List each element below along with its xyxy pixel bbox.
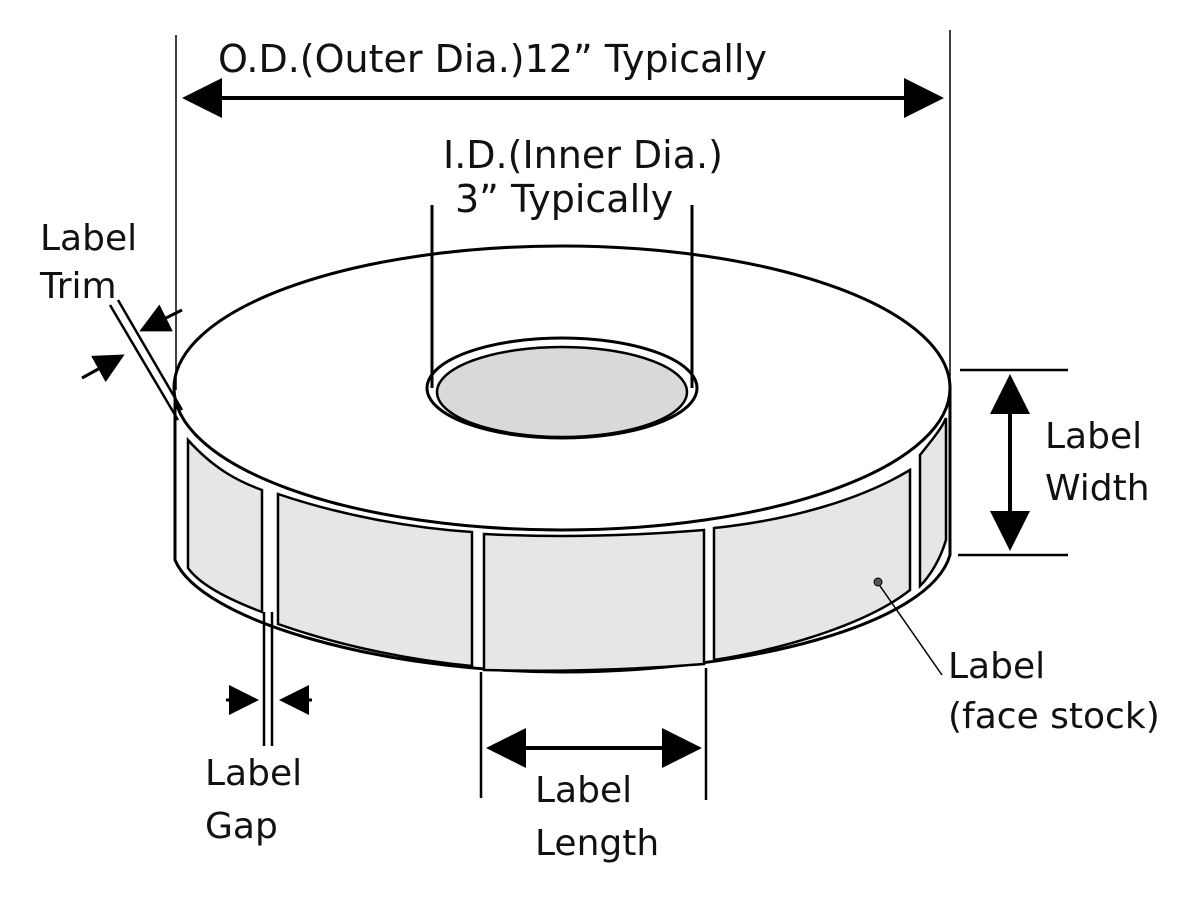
inner-diameter-label-line2: 3” Typically <box>455 177 673 221</box>
label-gap-label-line2: Gap <box>205 806 278 847</box>
roll-core-hole <box>435 345 689 439</box>
label-length-label-line2: Length <box>535 823 659 864</box>
label-patch-right-edge <box>918 417 948 590</box>
face-stock-label-line2: (face stock) <box>948 696 1160 737</box>
label-trim-label-line2: Trim <box>39 266 117 307</box>
label-width-label-line2: Width <box>1045 468 1150 509</box>
trim-line-1 <box>108 304 180 421</box>
label-patch-left-edge <box>186 436 264 614</box>
label-width-label-line1: Label <box>1045 416 1142 457</box>
label-patch-3 <box>712 467 912 662</box>
label-trim-label-line1: Label <box>40 218 137 259</box>
face-stock-leader <box>879 585 943 676</box>
outer-diameter-label: O.D.(Outer Dia.)12” Typically <box>218 37 767 81</box>
label-length-label-line1: Label <box>535 770 632 811</box>
label-patch-2 <box>482 528 706 672</box>
label-gap-label-line1: Label <box>205 753 302 794</box>
face-stock-label-line1: Label <box>948 646 1045 687</box>
inner-diameter-label-line1: I.D.(Inner Dia.) <box>443 133 723 177</box>
trim-arrow-upper <box>139 304 183 332</box>
face-stock-dot <box>873 577 883 587</box>
label-patch-1 <box>276 492 474 668</box>
trim-line-2 <box>116 299 184 411</box>
trim-arrow-lower <box>81 354 125 383</box>
